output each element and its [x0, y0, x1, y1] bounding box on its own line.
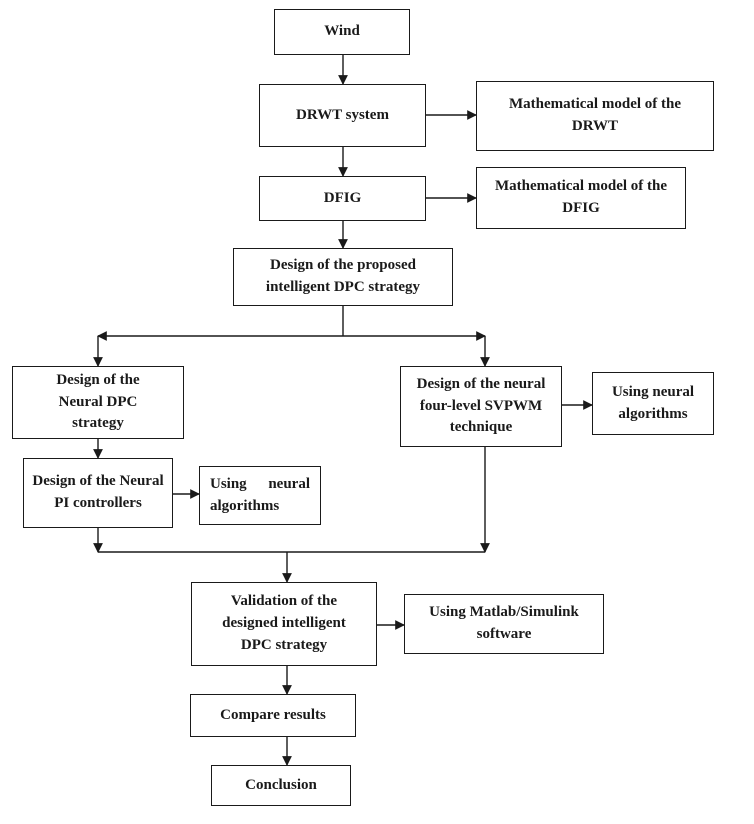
- node-neural-svpwm: Design of the neural four-level SVPWM te…: [400, 366, 562, 447]
- node-neural-pi-controllers: Design of the Neural PI controllers: [23, 458, 173, 528]
- node-design-proposed-dpc: Design of the proposed intelligent DPC s…: [233, 248, 453, 306]
- node-svpwm-label: Design of the neural four-level SVPWM te…: [416, 375, 546, 436]
- node-model-drwt: Mathematical model of the DRWT: [476, 81, 714, 151]
- node-conclusion: Conclusion: [211, 765, 351, 806]
- node-neural-dpc-label: Design of the Neural DPC strategy: [56, 371, 140, 432]
- node-wind-label: Wind: [324, 23, 360, 40]
- node-using-neural-left: Using neural algorithms: [199, 466, 321, 525]
- node-drwt-system: DRWT system: [259, 84, 426, 147]
- node-using-neural-right: Using neural algorithms: [592, 372, 714, 435]
- node-drwt-label: DRWT system: [296, 106, 389, 123]
- node-dfig-label: DFIG: [323, 189, 362, 206]
- node-validation-label: Validation of the designed intelligent D…: [222, 593, 346, 653]
- node-compare-results: Compare results: [190, 694, 356, 737]
- node-dfig: DFIG: [259, 176, 426, 221]
- node-neural-pi-label: Design of the Neural PI controllers: [32, 473, 164, 511]
- node-conclusion-label: Conclusion: [245, 776, 317, 793]
- node-model-drwt-label: Mathematical model of the DRWT: [508, 96, 682, 134]
- node-model-dfig-label: Mathematical model of the DFIG: [494, 178, 668, 216]
- node-matlab-simulink: Using Matlab/Simulink software: [404, 594, 604, 654]
- node-wind: Wind: [274, 9, 410, 55]
- node-validation: Validation of the designed intelligent D…: [191, 582, 377, 666]
- node-using-neural-left-label: Using neural algorithms: [210, 475, 310, 514]
- node-compare-label: Compare results: [220, 706, 326, 723]
- node-using-neural-right-label: Using neural algorithms: [611, 383, 695, 422]
- node-design-proposed-label: Design of the proposed intelligent DPC s…: [265, 257, 421, 295]
- node-model-dfig: Mathematical model of the DFIG: [476, 167, 686, 229]
- node-neural-dpc-strategy: Design of the Neural DPC strategy: [12, 366, 184, 439]
- node-matlab-label: Using Matlab/Simulink software: [429, 604, 579, 642]
